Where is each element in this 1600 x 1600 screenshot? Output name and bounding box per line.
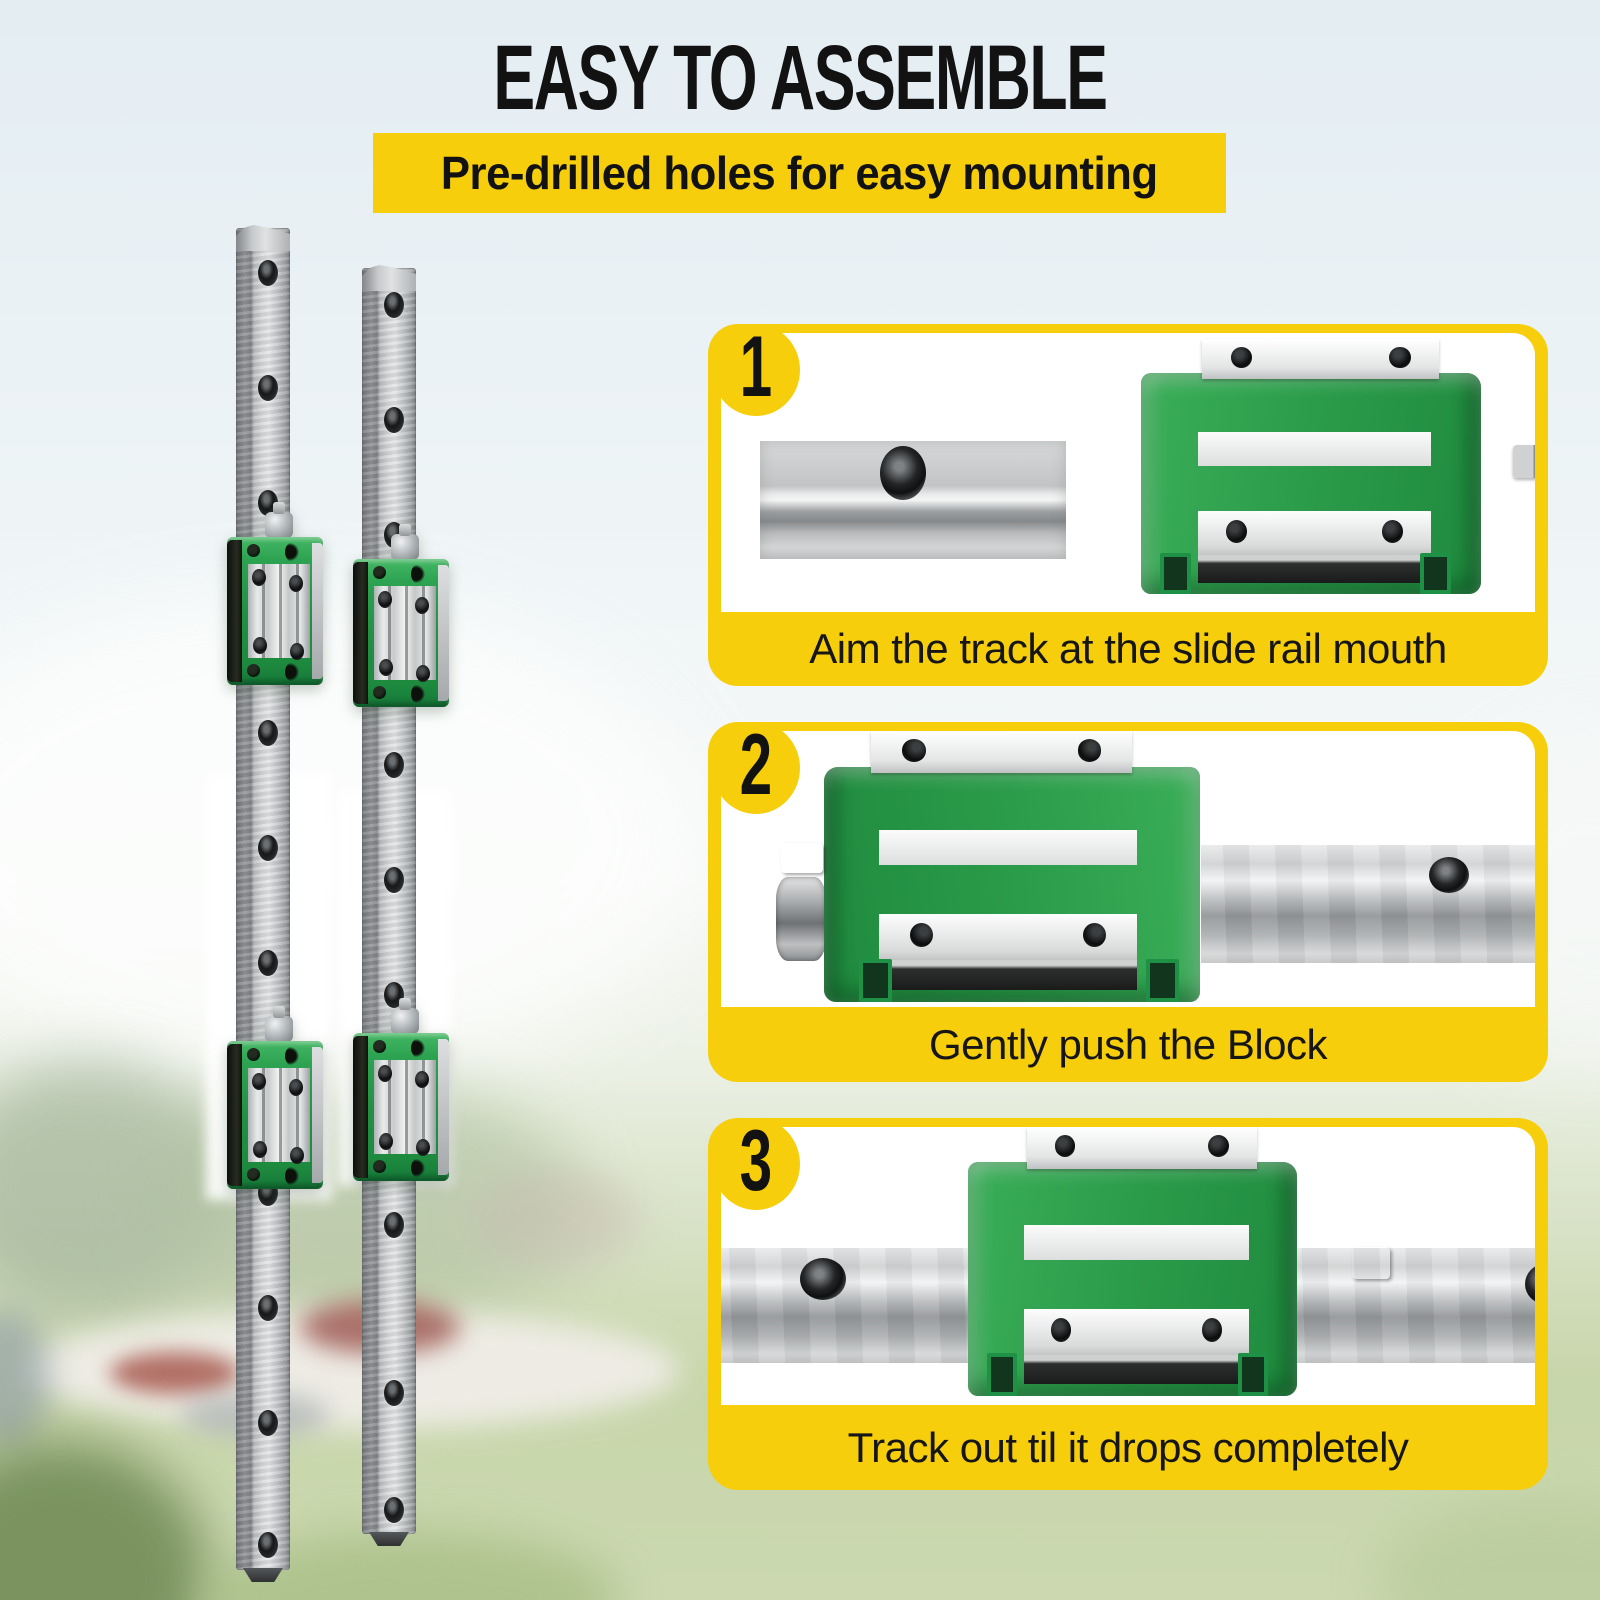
dark-tree-blob (0, 1440, 210, 1600)
grass-blob (1380, 1500, 1600, 1600)
blue-blob (0, 1310, 50, 1450)
rail-closeup-photo (760, 441, 1066, 559)
step-2-number: 2 (739, 717, 773, 813)
rail-hole (258, 1295, 278, 1321)
rail-hole (384, 407, 404, 433)
block-side-pin (1513, 444, 1535, 479)
rail-hole (258, 720, 278, 746)
rail-hole (258, 950, 278, 976)
haze-blob (470, 1170, 640, 1270)
carriage-block-photo (968, 1127, 1338, 1399)
step-panel-1: 1 Aim the track at the slide rail mouth (708, 324, 1548, 686)
grease-nipple-icon (265, 1006, 293, 1042)
carriage-block-photo (1141, 339, 1535, 597)
grease-nipple-icon (265, 502, 293, 538)
building-wall-blob (20, 1310, 680, 1430)
grease-nipple-icon (391, 998, 419, 1034)
rail-hole (384, 752, 404, 778)
block-side-pin (1352, 1247, 1390, 1279)
rail-hole (258, 1410, 278, 1436)
carriage-block (353, 524, 449, 707)
rail-hole (258, 835, 278, 861)
step-1-caption: Aim the track at the slide rail mouth (708, 612, 1548, 686)
carriage-block (353, 998, 449, 1181)
subtitle-banner: Pre-drilled holes for easy mounting (373, 133, 1226, 213)
step-3-number: 3 (739, 1113, 773, 1209)
rail-hole (384, 1212, 404, 1238)
page-title: EASY TO ASSEMBLE (493, 27, 1108, 129)
block-side-pin (781, 843, 823, 873)
step-3-number-badge: 3 (712, 1118, 800, 1210)
rail-hole (384, 1497, 404, 1523)
rail-hole (258, 260, 278, 286)
rail-hole (1525, 1264, 1535, 1304)
rail-hole (384, 292, 404, 318)
step-panel-2: 2 Gently push the Block (708, 722, 1548, 1082)
step-1-number: 1 (739, 319, 773, 415)
cloud-blob (0, 600, 700, 1080)
red-roof-blob (110, 1352, 240, 1394)
step-2-photo (721, 731, 1535, 1007)
step-1-caption-text: Aim the track at the slide rail mouth (809, 625, 1447, 672)
rail-hole (384, 1380, 404, 1406)
rail-hole (384, 867, 404, 893)
step-3-photo (721, 1127, 1535, 1405)
carriage-block (227, 1006, 323, 1189)
step-2-caption-text: Gently push the Block (928, 1020, 1328, 1068)
carriage-block-photo (778, 731, 1200, 1005)
step-3-caption: Track out til it drops completely (708, 1405, 1548, 1490)
linear-rail-right (362, 268, 416, 1534)
tree-blob (0, 1060, 240, 1320)
step-3-caption-text: Track out til it drops completely (847, 1423, 1409, 1471)
step-1-photo (721, 333, 1535, 612)
rail-hole (1429, 857, 1469, 893)
guide-rail-photo (1201, 845, 1535, 963)
rail-hole (258, 375, 278, 401)
step-2-number-badge: 2 (712, 722, 800, 814)
subtitle-text: Pre-drilled holes for easy mounting (441, 147, 1158, 199)
rail-hole (880, 446, 926, 500)
rail-end-photo (776, 877, 826, 961)
step-panel-3: 3 Track out til it drops completely (708, 1118, 1548, 1490)
step-2-caption: Gently push the Block (708, 1007, 1548, 1082)
rail-hole (258, 1532, 278, 1558)
grease-nipple-icon (391, 524, 419, 560)
linear-rail-left (236, 228, 290, 1570)
step-1-number-badge: 1 (712, 324, 800, 416)
carriage-block (227, 502, 323, 685)
rail-hole (800, 1258, 846, 1300)
